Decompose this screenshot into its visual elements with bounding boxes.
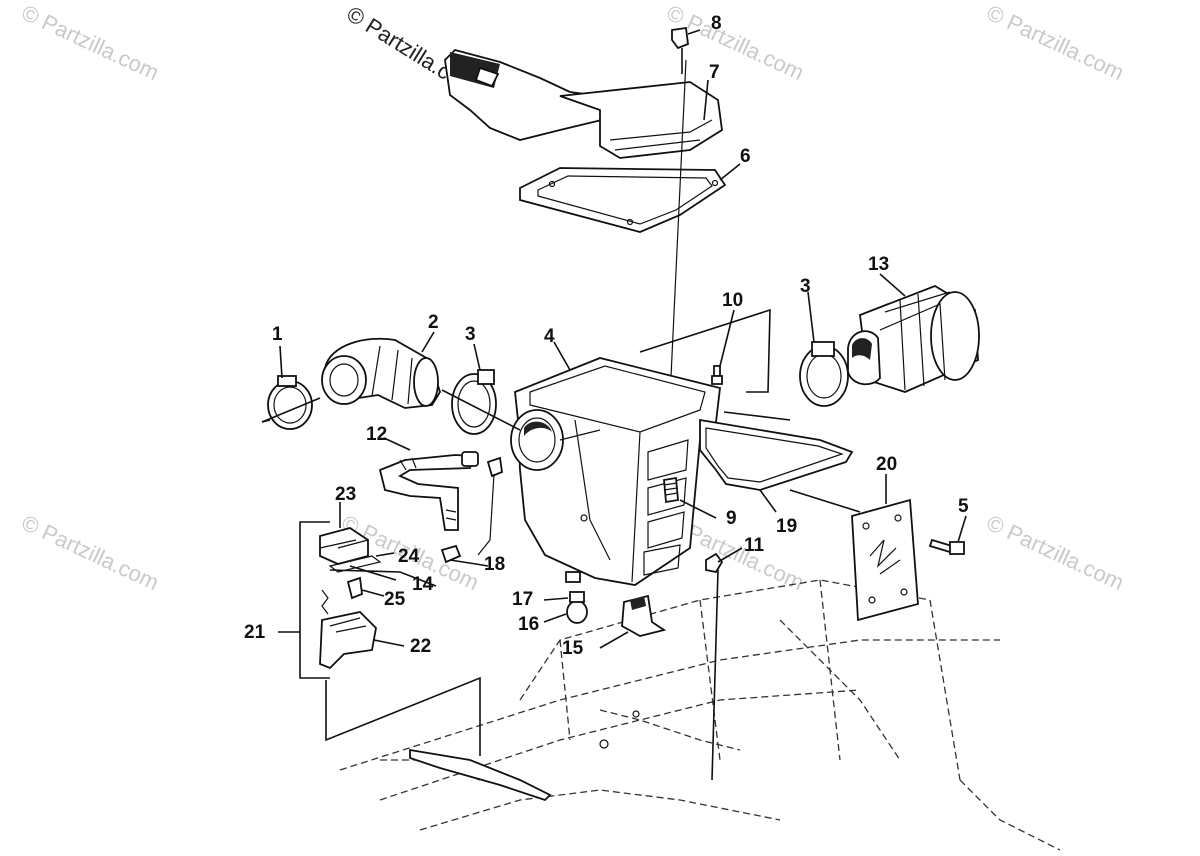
- callout-10: 10: [722, 290, 743, 311]
- callout-2: 2: [428, 312, 439, 333]
- callout-12: 12: [366, 424, 387, 445]
- callout-17: 17: [512, 589, 533, 610]
- callout-13: 13: [868, 254, 889, 275]
- watermark-top-left: © Partzilla.com: [18, 0, 163, 85]
- callout-25: 25: [384, 589, 406, 610]
- part-15-bracket: [621, 594, 667, 637]
- part-5-bolt: [928, 538, 965, 555]
- callout-20: 20: [876, 454, 897, 475]
- callout-3-left: 3: [465, 324, 476, 345]
- callout-11: 11: [744, 535, 765, 556]
- callout-18: 18: [484, 554, 505, 575]
- frame-outline: [339, 579, 1061, 851]
- callout-14: 14: [412, 574, 434, 595]
- part-17-fitting: [569, 591, 585, 603]
- callout-7: 7: [709, 62, 720, 83]
- part-16-grommet: [566, 600, 588, 624]
- callout-24: 24: [398, 546, 420, 567]
- callout-21: 21: [244, 622, 266, 643]
- callout-15: 15: [562, 638, 584, 659]
- callout-5: 5: [958, 496, 969, 517]
- part-11-nut: [705, 552, 724, 574]
- callout-1: 1: [272, 324, 283, 345]
- part-2-boot: [321, 337, 441, 409]
- part-19-plate: [699, 418, 854, 491]
- part-3-clamp-right: [799, 341, 849, 407]
- callout-4: 4: [544, 326, 555, 347]
- watermark-top-right: © Partzilla.com: [983, 0, 1128, 85]
- part-10-screw: [711, 365, 723, 385]
- watermark-bottom-left: © Partzilla.com: [18, 510, 163, 595]
- part-18-fittings: [440, 456, 503, 564]
- callout-8: 8: [711, 13, 722, 34]
- part-20-panel: [851, 498, 919, 622]
- part-13-air-filter: [847, 285, 980, 393]
- callout-6: 6: [740, 146, 751, 167]
- part-3-clamp-left: [451, 369, 497, 435]
- part-9-spring: [663, 476, 679, 504]
- leader-lines: [261, 29, 967, 781]
- part-21-group: [278, 521, 481, 756]
- callout-16: 16: [518, 614, 539, 635]
- part-1-clamp: [267, 375, 313, 430]
- part-6-gasket: [519, 167, 727, 233]
- watermark-bottom-right: © Partzilla.com: [983, 510, 1128, 595]
- part-4-airbox: [510, 357, 721, 586]
- callout-19: 19: [776, 516, 797, 537]
- callout-9: 9: [726, 508, 737, 529]
- callout-23: 23: [335, 484, 356, 505]
- callout-labels: 1 2 3 3 4 5 6 7 8 9 10 11 12 13 14 15 16…: [244, 13, 969, 659]
- part-7-intake-duct: [444, 48, 723, 159]
- callout-3-right: 3: [800, 276, 811, 297]
- callout-22: 22: [410, 636, 431, 657]
- part-12-hose: [378, 451, 479, 531]
